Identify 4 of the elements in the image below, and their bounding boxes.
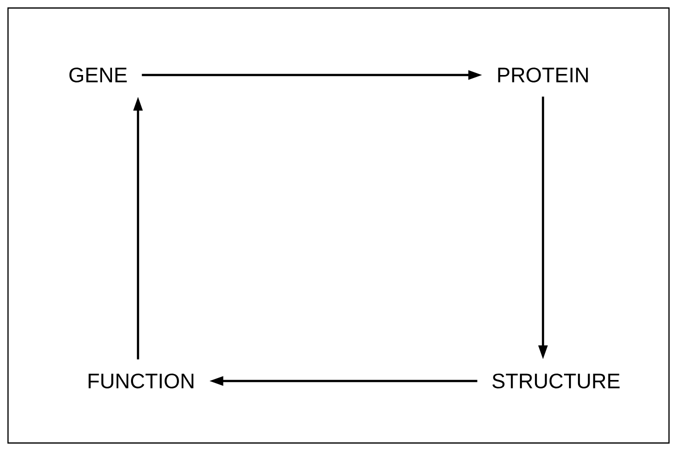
node-label: PROTEIN <box>498 68 588 82</box>
node-label: FUNCTION <box>88 374 194 388</box>
node-label: GENE <box>69 68 127 82</box>
node-label: STRUCTURE <box>492 374 620 388</box>
